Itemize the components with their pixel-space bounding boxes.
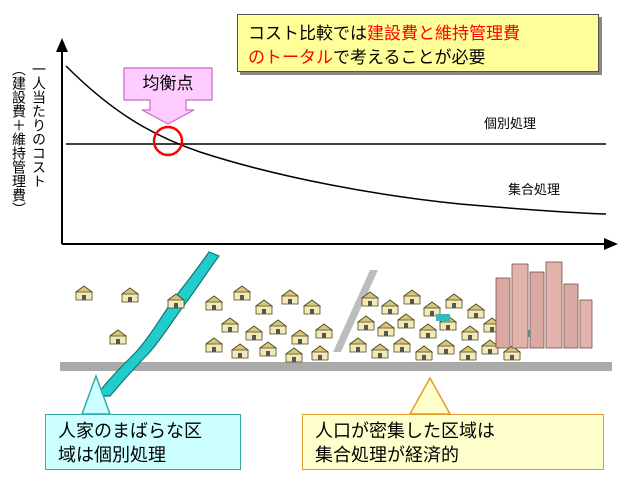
sparse-area-callout: 人家のまばらな区 域は個別処理 [45, 414, 241, 470]
x-axis [62, 238, 618, 250]
y-axis-label-sub: （建設費＋維持管理費） [10, 62, 26, 216]
cost-note-box: コスト比較では建設費と維持管理費 のトータルで考えることが必要 [237, 14, 599, 72]
sparse-callout-line: 域は個別処理 [58, 445, 166, 466]
dense-callout-line: 集合処理が経済的 [315, 445, 459, 466]
collective-label: 集合処理 [508, 183, 561, 198]
river [94, 251, 220, 397]
dense-callout-pointer [408, 376, 452, 415]
equilibrium-label: 均衡点 [142, 74, 194, 94]
note-text-plain: コスト比較では [248, 24, 367, 44]
medium-houses [205, 285, 333, 363]
equilibrium-circle [152, 125, 184, 157]
note-line-2: のトータルで考えることが必要 [248, 46, 588, 70]
dense-callout-line: 人口が密集した区域は [315, 421, 495, 442]
y-axis-label: 一人当たりのコスト （建設費＋維持管理費） [4, 62, 48, 242]
ground-road [60, 270, 612, 371]
collective-cost-curve [65, 65, 607, 215]
y-axis-label-main: 一人当たりのコスト [30, 62, 46, 188]
equilibrium-callout-shape [123, 67, 213, 125]
note-text-highlight: 建設費と維持管理費 [367, 24, 520, 44]
note-text-highlight: のトータル [248, 48, 333, 68]
note-line-1: コスト比較では建設費と維持管理費 [248, 22, 588, 46]
note-text-plain: で考えることが必要 [333, 48, 486, 68]
sparse-callout-line: 人家のまばらな区 [58, 421, 202, 442]
dense-area-callout: 人口が密集した区域は 集合処理が経済的 [302, 414, 604, 470]
y-axis [56, 38, 68, 244]
individual-label: 個別処理 [484, 117, 537, 132]
high-rise-buildings [495, 261, 593, 349]
